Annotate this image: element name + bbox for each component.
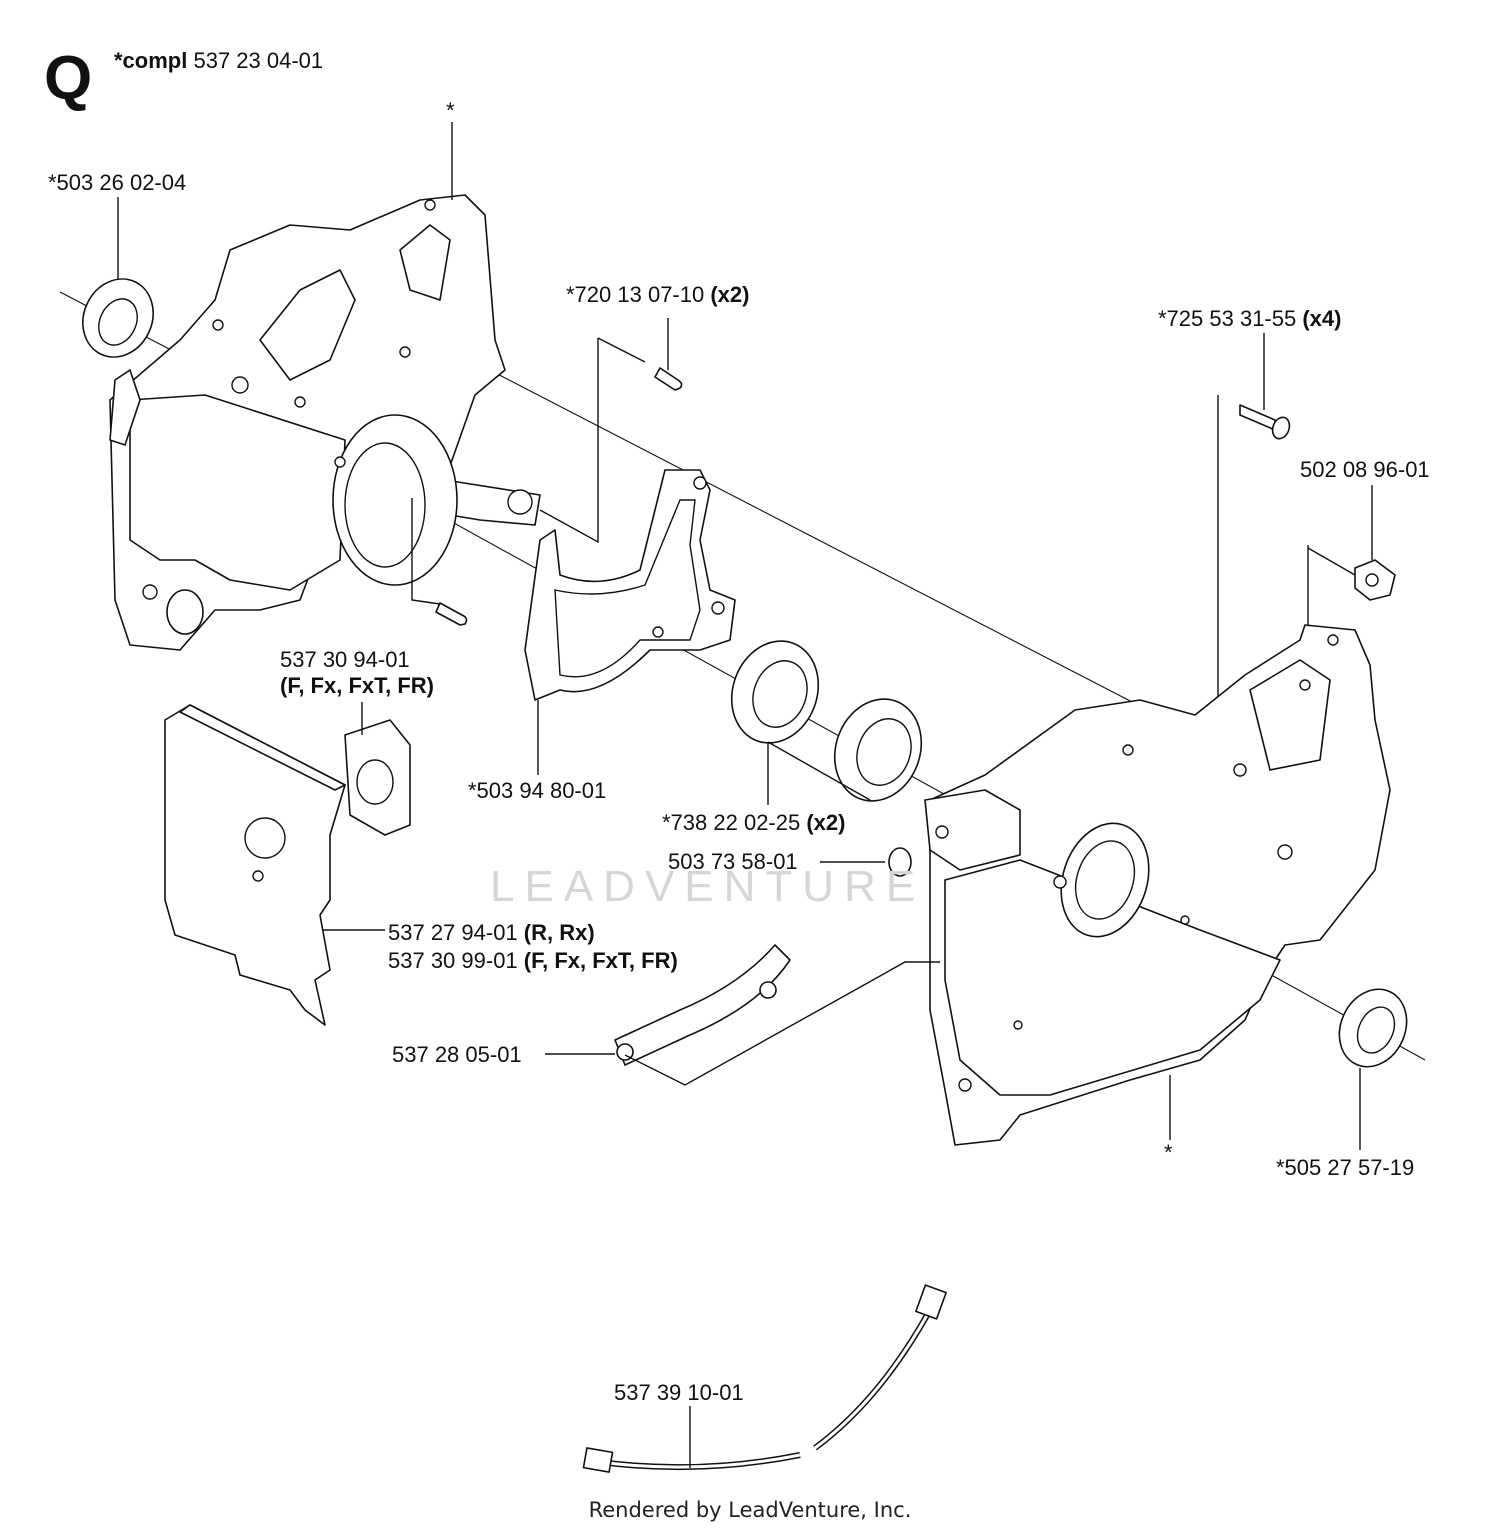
bearing-qty: (x2) xyxy=(806,810,846,835)
plate-f-number: 537 30 99-01 xyxy=(388,948,518,973)
section-letter: Q xyxy=(44,44,93,113)
label-gasket: *503 94 80-01 xyxy=(468,778,607,803)
label-bearing: *738 22 02-25 (x2) xyxy=(662,810,845,836)
screw-number: *725 53 31-55 xyxy=(1158,306,1297,331)
label-plate-f: 537 30 99-01 (F, Fx, FxT, FR) xyxy=(388,948,678,974)
label-nut: 502 08 96-01 xyxy=(1300,457,1430,482)
footer-credit: Rendered by LeadVenture, Inc. xyxy=(588,1498,912,1522)
label-seal-left: *503 26 02-04 xyxy=(48,170,187,195)
pin-parts xyxy=(411,318,683,626)
pin-qty: (x2) xyxy=(710,282,750,307)
star-mark-top: * xyxy=(446,98,455,123)
label-pin: *720 13 07-10 (x2) xyxy=(566,282,749,308)
label-seal-right: *505 27 57-19 xyxy=(1276,1155,1415,1180)
compl-number: 537 23 04-01 xyxy=(193,48,324,73)
plate-f-models: (F, Fx, FxT, FR) xyxy=(523,948,678,973)
strap-part xyxy=(545,944,940,1086)
spacer-models: (F, Fx, FxT, FR) xyxy=(280,673,434,698)
spacer-number: 537 30 94-01 xyxy=(280,647,410,672)
grommet-part xyxy=(820,847,912,877)
left-crankcase-half xyxy=(109,194,541,651)
screw-qty: (x4) xyxy=(1302,306,1342,331)
bearing-number: *738 22 02-25 xyxy=(662,810,801,835)
screw-part xyxy=(1217,333,1291,745)
compl-label: *compl 537 23 04-01 xyxy=(114,48,323,74)
spacer-part xyxy=(344,702,411,836)
star-mark-bottom: * xyxy=(1164,1140,1173,1165)
label-cable: 537 39 10-01 xyxy=(614,1380,744,1405)
gasket-part xyxy=(524,469,736,775)
axis-line-main xyxy=(479,364,1139,706)
plate-part xyxy=(164,704,385,1026)
label-plate-r: 537 27 94-01 (R, Rx) xyxy=(388,920,595,946)
label-grommet: 503 73 58-01 xyxy=(668,849,798,874)
plate-r-models: (R, Rx) xyxy=(523,920,595,945)
seal-right xyxy=(1338,988,1408,1150)
label-screw: *725 53 31-55 (x4) xyxy=(1158,306,1341,332)
plate-r-number: 537 27 94-01 xyxy=(388,920,518,945)
seal-left xyxy=(82,197,154,358)
bearing-parts xyxy=(730,640,923,805)
label-strap: 537 28 05-01 xyxy=(392,1042,522,1067)
compl-prefix: *compl xyxy=(114,48,188,73)
right-crankcase-half xyxy=(924,624,1391,1146)
pin-number: *720 13 07-10 xyxy=(566,282,705,307)
cable-part xyxy=(582,1284,947,1473)
label-spacer: 537 30 94-01 (F, Fx, FxT, FR) xyxy=(280,647,434,699)
watermark-text: LEADVENTURE xyxy=(490,862,926,911)
